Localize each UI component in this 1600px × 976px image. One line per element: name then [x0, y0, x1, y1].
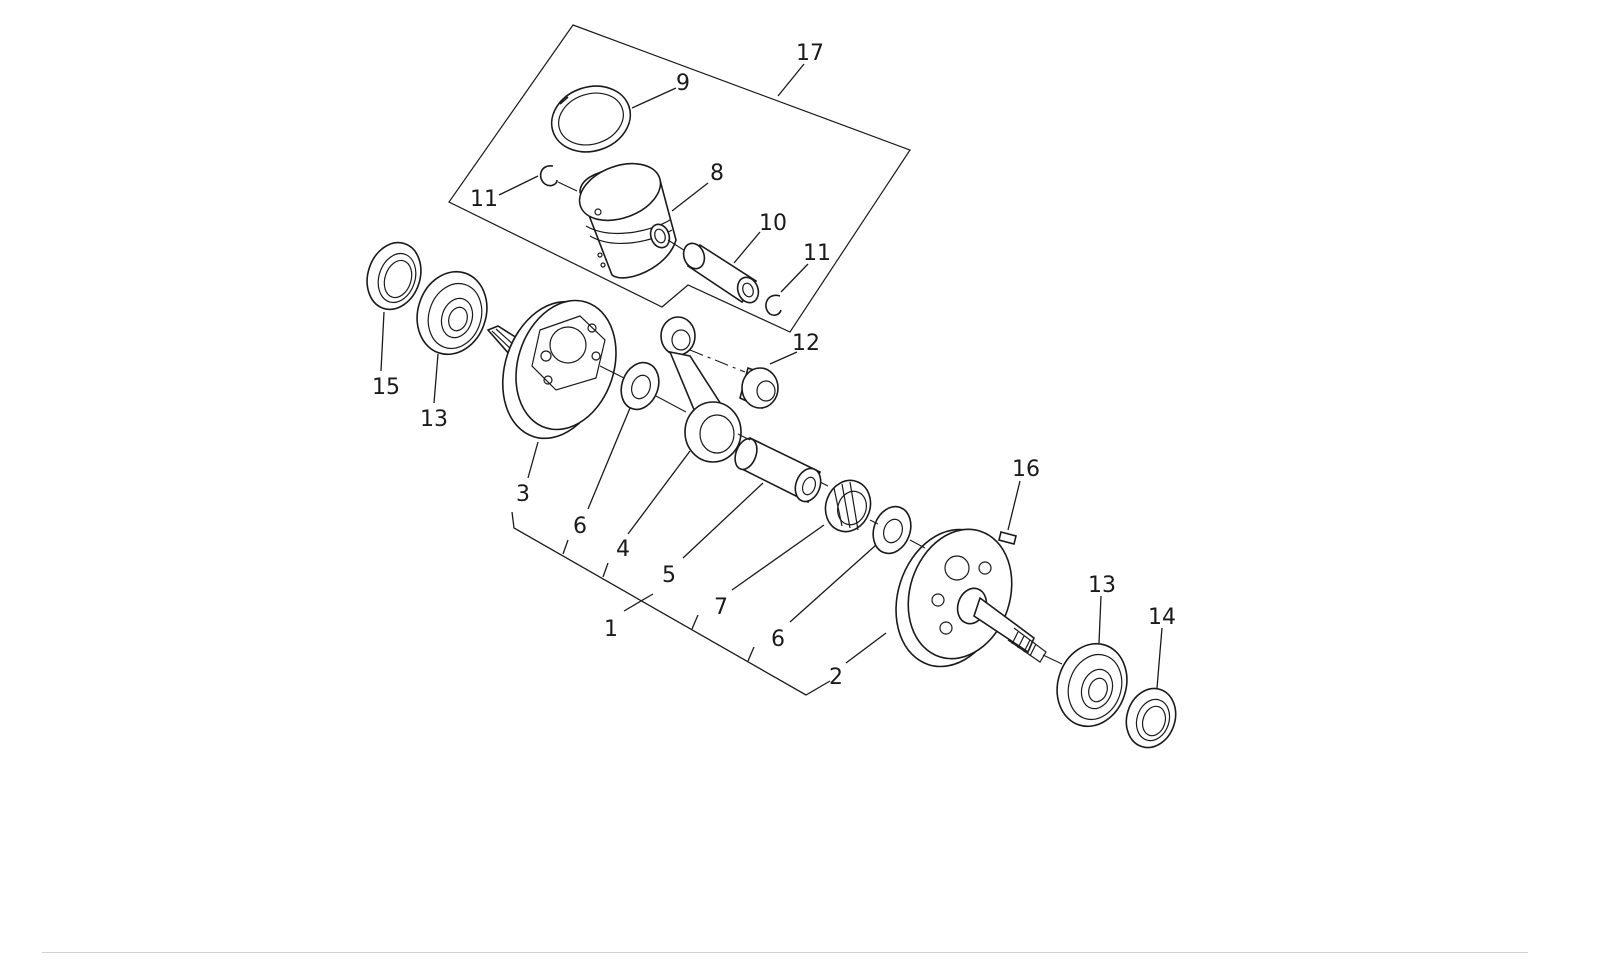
callout-11-right: 11 [803, 241, 831, 266]
callout-13-right: 13 [1088, 573, 1116, 598]
crank-pin [734, 436, 822, 504]
callout-14: 14 [1148, 605, 1176, 630]
woodruff-key [998, 531, 1017, 545]
oil-seal-right [1125, 687, 1177, 749]
callout-7: 7 [714, 595, 728, 620]
piston-ring [550, 85, 632, 153]
oil-seal-left [366, 241, 422, 311]
callout-9: 9 [676, 71, 690, 96]
small-end-needle-bearing [739, 366, 779, 410]
crank-half-right [895, 528, 1047, 668]
piston [578, 162, 691, 279]
main-bearing-left [416, 270, 488, 356]
piston-pin [682, 242, 760, 304]
callout-labels: 17 9 8 11 10 11 12 15 13 3 6 4 5 7 1 6 2… [372, 41, 1176, 690]
callout-5: 5 [662, 563, 676, 588]
bottom-divider [42, 952, 1528, 953]
callout-17: 17 [796, 41, 824, 66]
callout-8: 8 [710, 161, 724, 186]
assembly-axis-lines [599, 349, 1063, 665]
crank-half-left [486, 299, 617, 440]
callout-6-left: 6 [573, 514, 587, 539]
callout-4: 4 [616, 537, 630, 562]
callout-3: 3 [516, 482, 530, 507]
callout-2: 2 [829, 665, 843, 690]
leader-lines [380, 63, 1163, 696]
big-end-needle-bearing [824, 479, 872, 533]
callout-12: 12 [792, 331, 820, 356]
thrust-washer-right [872, 505, 912, 555]
connecting-rod [660, 316, 742, 463]
circlip-right [765, 294, 782, 317]
circlip-left [539, 165, 578, 192]
callout-10: 10 [759, 211, 787, 236]
main-bearing-right [1056, 642, 1128, 728]
callout-11-left: 11 [470, 187, 498, 212]
callout-13-left: 13 [420, 407, 448, 432]
callout-6-right: 6 [771, 627, 785, 652]
thrust-washer-left [620, 361, 660, 411]
callout-16: 16 [1012, 457, 1040, 482]
piston-kit-outline [448, 24, 911, 333]
callout-1: 1 [604, 617, 618, 642]
callout-15: 15 [372, 375, 400, 400]
